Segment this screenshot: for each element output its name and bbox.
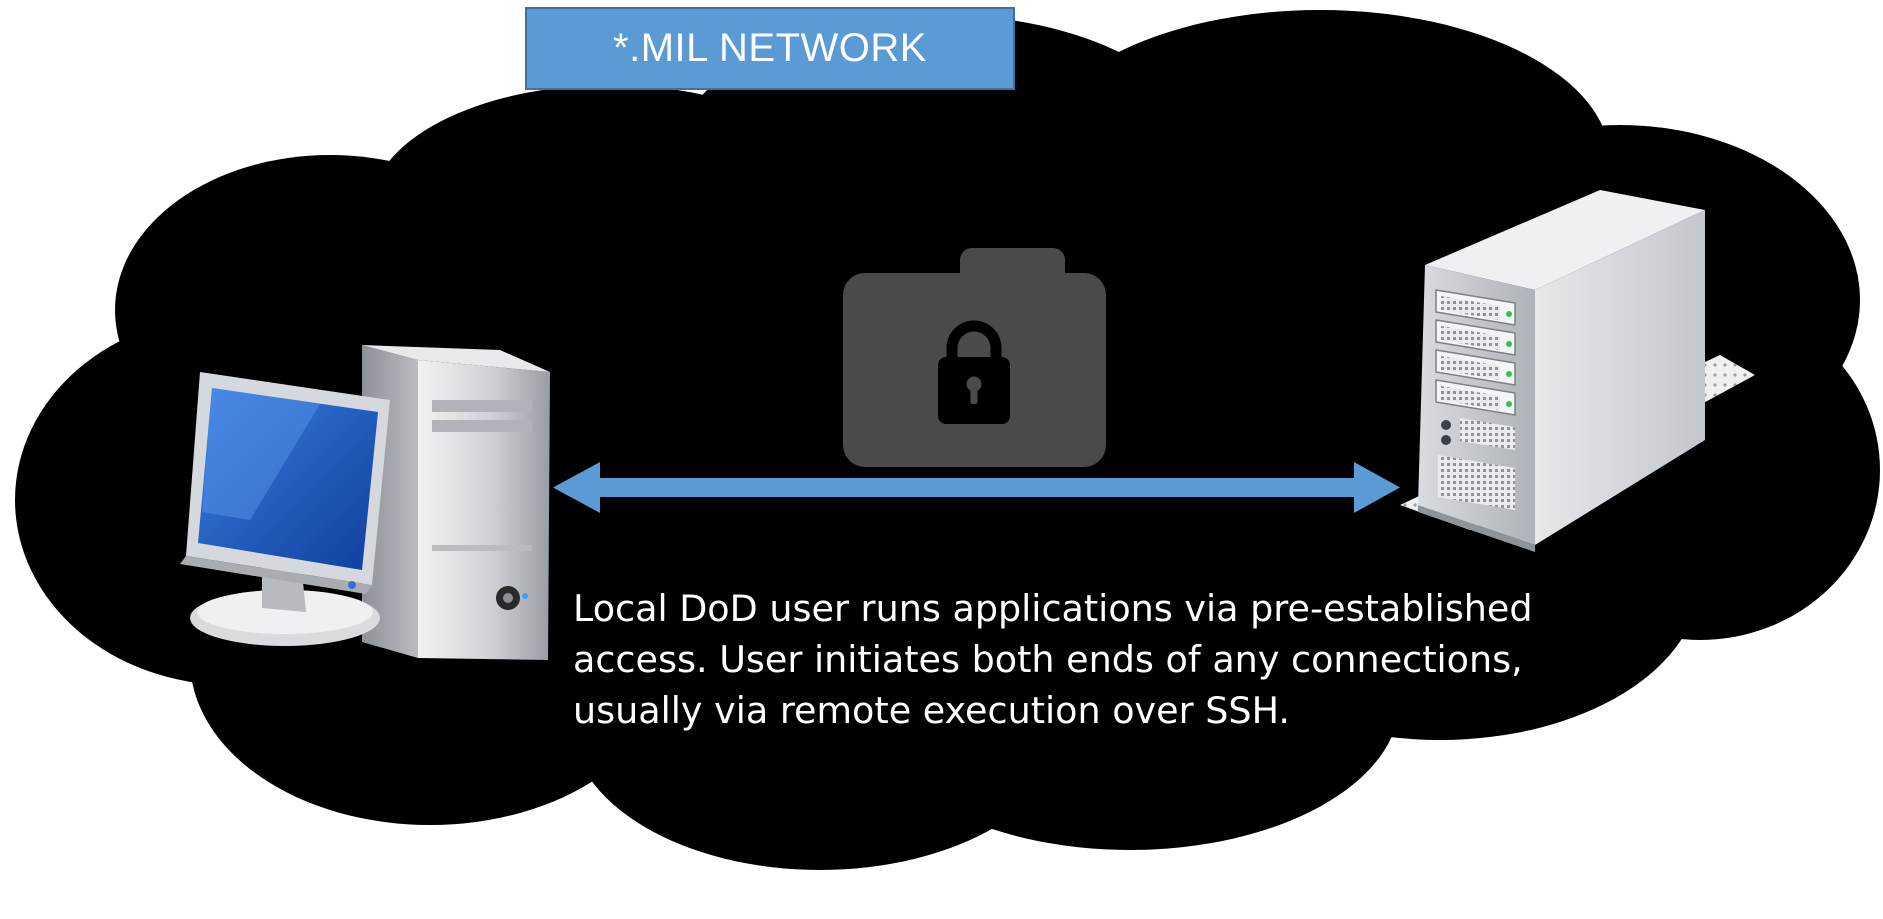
server-tower-icon [1400,190,1755,552]
connection-description: Local DoD user runs applications via pre… [573,583,1633,736]
description-line-3: usually via remote execution over SSH. [573,689,1290,732]
bidirectional-arrow [553,462,1400,513]
network-label: *.MIL NETWORK [525,7,1015,90]
padlock-icon [843,248,1106,467]
description-line-1: Local DoD user runs applications via pre… [573,587,1533,630]
desktop-computer-icon [180,345,550,660]
description-line-2: access. User initiates both ends of any … [573,638,1523,681]
